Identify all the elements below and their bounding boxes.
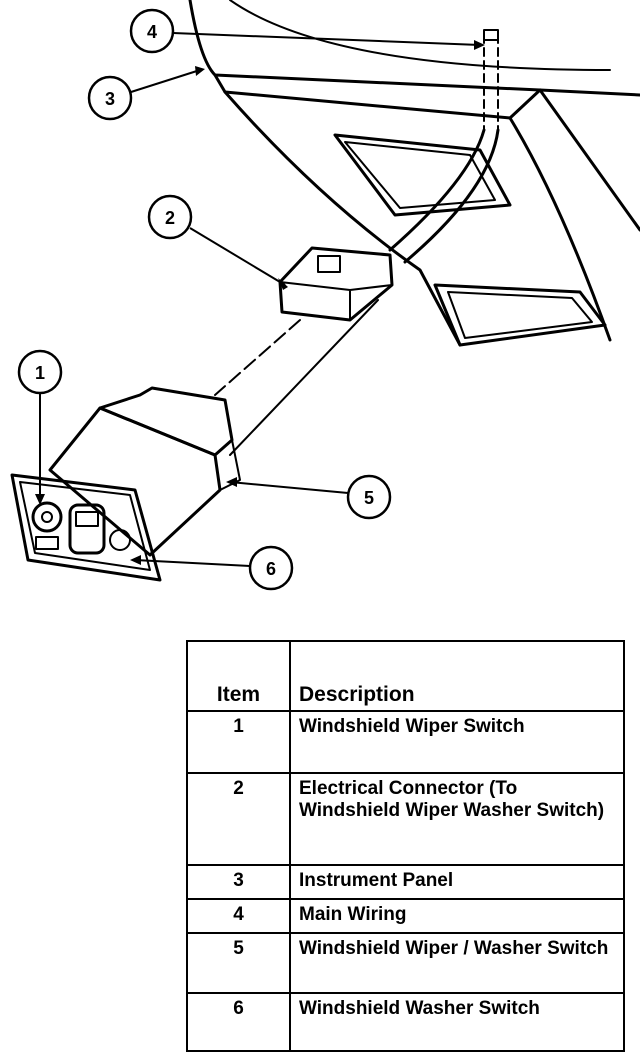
table-row: 1 Windshield Wiper Switch: [186, 710, 625, 774]
header-item: Item: [186, 640, 291, 712]
callout-5: [346, 474, 392, 520]
callout-2: [147, 194, 193, 240]
row-item: 6: [186, 992, 291, 1052]
row-description: Electrical Connector (To Windshield Wipe…: [289, 772, 625, 866]
callout-2-label: 2: [165, 208, 175, 228]
panel-right-edge-2: [538, 88, 640, 232]
row-description: Instrument Panel: [289, 864, 625, 900]
leader-2: [189, 227, 286, 286]
leader-6: [134, 559, 251, 567]
table-row: 4 Main Wiring: [186, 898, 625, 934]
main-wiring-dashed: [483, 34, 499, 131]
panel-right-edge: [508, 116, 612, 342]
callout-4: [129, 8, 175, 54]
row-description: Windshield Washer Switch: [289, 992, 625, 1052]
wiper-switch-diagram: 1 2 3 4 5 6: [10, 0, 640, 591]
harness: [388, 128, 500, 264]
row-item: 1: [186, 710, 291, 774]
switch-body: [48, 406, 222, 557]
row-description: Windshield Wiper Switch: [289, 710, 625, 774]
callout-1-label: 1: [35, 363, 45, 383]
callout-5-label: 5: [364, 488, 374, 508]
row-item: 3: [186, 864, 291, 900]
leader-5: [229, 481, 349, 494]
panel-edge: [213, 73, 640, 120]
upper-opening: [333, 133, 512, 217]
callout-6-label: 6: [266, 559, 276, 579]
legend-table: Item Description 1 Windshield Wiper Swit…: [186, 640, 625, 1052]
switch-bezel: [10, 473, 162, 582]
table-row: 2 Electrical Connector (To Windshield Wi…: [186, 772, 625, 866]
table-row: 5 Windshield Wiper / Washer Switch: [186, 932, 625, 994]
lower-opening: [433, 283, 607, 347]
callout-3-label: 3: [105, 89, 115, 109]
row-item: 5: [186, 932, 291, 994]
washer-rocker: [68, 503, 106, 555]
row-item: 4: [186, 898, 291, 934]
header-description: Description: [289, 640, 625, 712]
switch-housing: [98, 386, 234, 457]
table-row: 3 Instrument Panel: [186, 864, 625, 900]
panel-curve-inner: [229, 0, 611, 71]
row-description: Main Wiring: [289, 898, 625, 934]
row-item: 2: [186, 772, 291, 866]
leader-4: [172, 32, 481, 46]
wiper-knob: [31, 501, 63, 533]
legend-header-row: Item Description: [186, 640, 625, 712]
panel-curve-top: [188, 0, 542, 92]
callout-3: [87, 75, 133, 121]
table-row: 6 Windshield Washer Switch: [186, 992, 625, 1052]
callout-4-label: 4: [147, 22, 157, 42]
row-description: Windshield Wiper / Washer Switch: [289, 932, 625, 994]
leader-3: [130, 69, 201, 93]
callout-6: [248, 545, 294, 591]
